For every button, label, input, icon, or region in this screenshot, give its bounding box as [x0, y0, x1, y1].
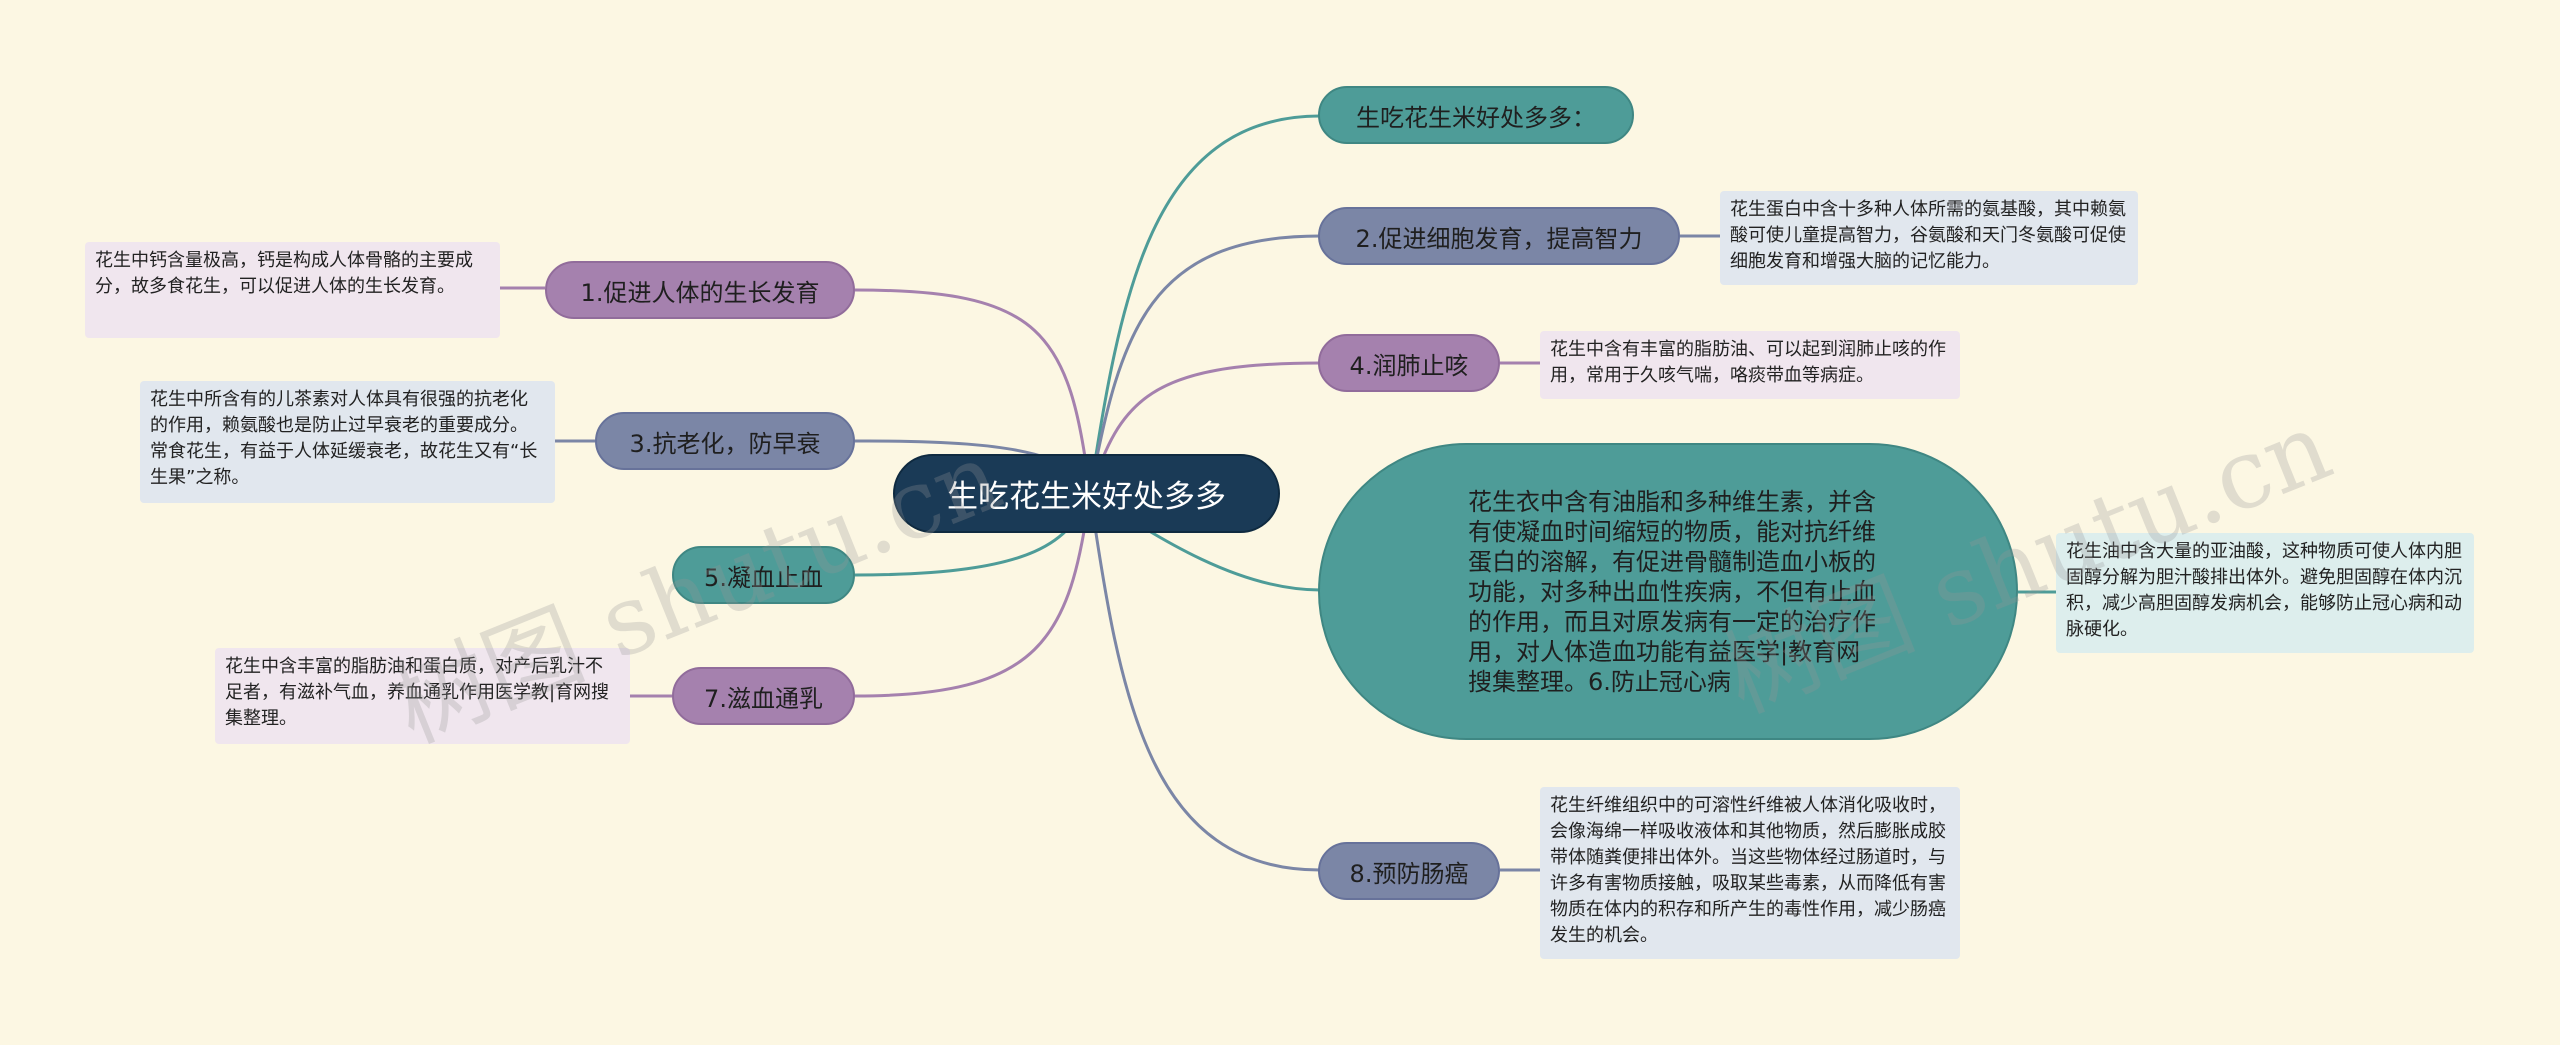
branch-6-note: 花生油中含大量的亚油酸，这种物质可使人体内胆固醇分解为胆汁酸排出体外。避免胆固醇…: [2056, 533, 2474, 653]
branch-8-note: 花生纤维组织中的可溶性纤维被人体消化吸收时，会像海绵一样吸收液体和其他物质，然后…: [1540, 787, 1960, 959]
branch-6-node[interactable]: 花生衣中含有油脂和多种维生素，并含有使凝血时间缩短的物质，能对抗纤维蛋白的溶解，…: [1318, 443, 2018, 740]
branch-1-note: 花生中钙含量极高，钙是构成人体骨骼的主要成分，故多食花生，可以促进人体的生长发育…: [85, 242, 500, 338]
link-b2: [1088, 234, 1321, 494]
intro-node[interactable]: 生吃花生米好处多多：: [1318, 86, 1634, 144]
link-b7: [854, 492, 1092, 698]
branch-3-note: 花生中所含有的儿茶素对人体具有很强的抗老化的作用，赖氨酸也是防止过早衰老的重要成…: [140, 381, 555, 503]
branch-4-note: 花生中含有丰富的脂肪油、可以起到润肺止咳的作用，常用于久咳气喘，咯痰带血等病症。: [1540, 331, 1960, 399]
link-intro: [1088, 114, 1321, 494]
branch-2-note: 花生蛋白中含十多种人体所需的氨基酸，其中赖氨酸可使儿童提高智力，谷氨酸和天门冬氨…: [1720, 191, 2138, 285]
branch-2-node[interactable]: 2.促进细胞发育，提高智力: [1318, 207, 1680, 265]
branch-7-node[interactable]: 7.滋血通乳: [672, 667, 855, 725]
link-b8: [1088, 492, 1321, 872]
link-b1: [854, 288, 1092, 494]
central-topic[interactable]: 生吃花生米好处多多: [893, 454, 1280, 533]
branch-7-note: 花生中含丰富的脂肪油和蛋白质，对产后乳汁不足者，有滋补气血，养血通乳作用医学教|…: [215, 648, 630, 744]
branch-4-node[interactable]: 4.润肺止咳: [1318, 334, 1500, 392]
branch-3-node[interactable]: 3.抗老化，防早衰: [595, 412, 855, 470]
branch-6-label: 花生衣中含有油脂和多种维生素，并含有使凝血时间缩短的物质，能对抗纤维蛋白的溶解，…: [1468, 487, 1876, 696]
branch-1-node[interactable]: 1.促进人体的生长发育: [545, 261, 855, 319]
branch-5-node[interactable]: 5.凝血止血: [672, 546, 855, 604]
branch-8-node[interactable]: 8.预防肠癌: [1318, 842, 1500, 900]
